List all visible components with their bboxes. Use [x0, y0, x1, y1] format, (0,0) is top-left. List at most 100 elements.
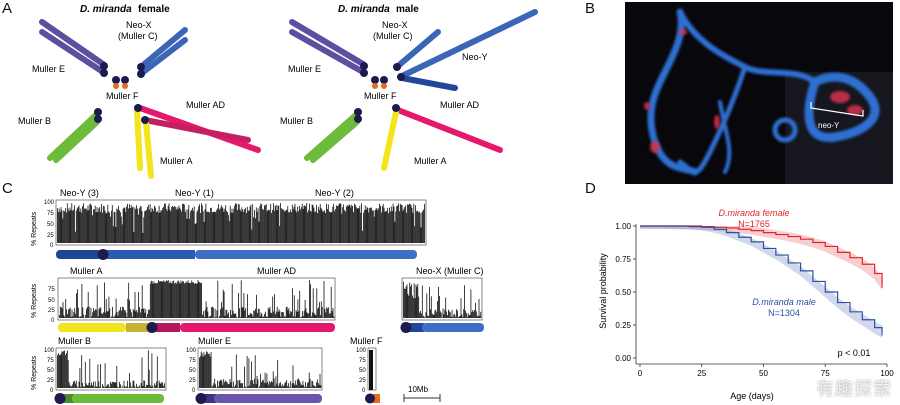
- repeat-bar: [246, 317, 247, 318]
- repeat-bar: [92, 215, 93, 243]
- repeat-bar: [239, 308, 240, 318]
- repeat-bar: [240, 211, 242, 243]
- repeat-bar: [121, 310, 122, 318]
- repeat-bar: [62, 302, 64, 318]
- repeat-bar: [247, 386, 249, 388]
- svg-text:25: 25: [359, 378, 366, 384]
- repeat-bar: [70, 317, 72, 318]
- repeat-bar: [296, 384, 297, 388]
- repeat-bar: [207, 211, 209, 243]
- repeat-bar: [310, 387, 312, 388]
- chrom-bar-muller-e-1: [198, 394, 216, 403]
- repeat-bar: [299, 290, 301, 318]
- repeat-bar: [176, 283, 177, 318]
- repeat-bar: [225, 380, 226, 388]
- repeat-bar: [87, 385, 89, 388]
- repeat-bar: [478, 299, 480, 318]
- repeat-bar: [307, 313, 309, 318]
- repeat-bar: [448, 311, 450, 318]
- repeat-bar: [192, 282, 193, 318]
- repeat-bar: [430, 309, 431, 318]
- repeat-bar: [171, 283, 173, 318]
- repeat-bar: [113, 316, 114, 318]
- repeat-bar: [413, 203, 415, 243]
- repeat-bar: [308, 210, 309, 243]
- repeat-bar: [104, 363, 106, 388]
- repeat-bar: [404, 206, 406, 243]
- repeat-bar: [317, 309, 319, 318]
- repeat-bar: [74, 205, 75, 243]
- repeat-bar: [65, 208, 66, 243]
- repeat-bar: [89, 358, 91, 388]
- repeat-bar: [161, 210, 163, 243]
- chrom-bar-neo-x-1: [402, 323, 424, 332]
- repeat-bar: [80, 387, 82, 388]
- repeat-bar: [306, 386, 307, 388]
- repeat-bar: [302, 380, 304, 388]
- repeat-bar: [236, 203, 237, 243]
- repeat-bar: [274, 294, 275, 318]
- legend-female-name: D.miranda female: [718, 208, 789, 218]
- label-neo-x-muller: (Muller C): [118, 31, 158, 41]
- repeat-bar: [90, 307, 92, 318]
- repeat-bar: [300, 209, 301, 243]
- repeat-bar: [197, 280, 199, 318]
- repeat-bar: [123, 207, 125, 243]
- repeat-bar: [345, 206, 347, 243]
- repeat-bar: [60, 207, 62, 243]
- repeat-bar: [311, 204, 313, 243]
- chrom-bar-muller-ad-1: [150, 323, 180, 332]
- repeat-bar: [271, 382, 273, 388]
- repeat-bar: [160, 281, 162, 318]
- repeat-bar: [244, 386, 246, 388]
- repeat-bar: [328, 307, 329, 318]
- repeat-bar: [277, 360, 279, 388]
- repeat-bar: [245, 308, 247, 318]
- repeat-bar: [454, 313, 456, 318]
- repeat-bar: [219, 209, 220, 243]
- repeat-bar: [72, 384, 74, 388]
- repeat-bar: [101, 204, 102, 243]
- repeat-bar: [136, 383, 137, 388]
- repeat-bar: [337, 205, 339, 243]
- repeat-bar: [210, 351, 212, 388]
- repeat-bar: [284, 383, 286, 388]
- repeat-bar: [278, 205, 280, 243]
- repeat-bar: [395, 211, 397, 243]
- repeat-bar: [219, 315, 220, 318]
- repeat-bar: [104, 210, 106, 243]
- label-muller-f: Muller F: [106, 91, 139, 101]
- repeat-bar: [372, 210, 374, 243]
- repeat-bar: [253, 378, 255, 388]
- repeat-bar: [312, 381, 314, 388]
- repeat-bar: [269, 381, 270, 388]
- repeat-bar: [278, 309, 280, 318]
- repeat-bar: [327, 204, 329, 243]
- chrom-bar-muller-a-het: [126, 323, 150, 332]
- repeat-bar: [69, 385, 71, 388]
- repeat-bar: [241, 207, 243, 243]
- repeat-bar: [381, 212, 382, 243]
- repeat-bar: [127, 298, 129, 318]
- repeat-bar: [194, 283, 195, 318]
- repeat-bar: [347, 206, 349, 243]
- repeat-bar: [230, 212, 232, 243]
- repeat-bar: [160, 210, 162, 243]
- repeat-bar: [181, 282, 183, 318]
- repeat-bar: [323, 211, 325, 243]
- repeat-bar: [167, 205, 169, 243]
- repeat-bar: [282, 209, 284, 243]
- repeat-bar: [241, 383, 243, 388]
- repeat-bar: [281, 384, 283, 388]
- repeat-bar: [329, 313, 330, 318]
- repeat-bar: [299, 382, 301, 388]
- panel-label-a: A: [2, 0, 13, 17]
- repeat-bar: [320, 301, 322, 318]
- repeat-bar: [305, 381, 306, 388]
- repeat-bar: [212, 385, 214, 388]
- repeat-bar: [122, 307, 124, 318]
- chrom-bar-neo-y-1: [100, 250, 195, 259]
- repeat-bar: [156, 212, 157, 243]
- repeat-bar: [415, 205, 416, 243]
- repeat-bar: [166, 210, 168, 243]
